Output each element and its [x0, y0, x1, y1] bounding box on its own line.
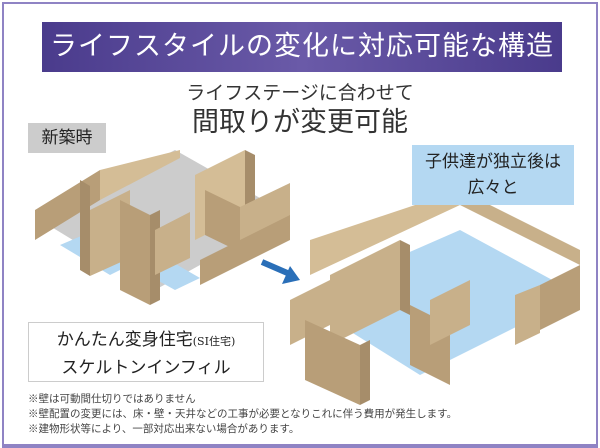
title-banner: ライフスタイルの変化に対応可能な構造 [42, 22, 562, 72]
footnotes: ※壁は可動間仕切りではありません ※壁配置の変更には、床・壁・天井などの工事が必… [28, 392, 457, 437]
plan-after [290, 190, 580, 405]
footnote: ※壁配置の変更には、床・壁・天井などの工事が必要となりこれに伴う費用が発生します… [28, 408, 458, 420]
plan-new-build [35, 150, 290, 305]
label-after-children-leave: 子供達が独立後は 広々と [412, 145, 574, 205]
system-name-line1: かんたん変身住宅 [56, 330, 193, 350]
label-after-line2: 広々と [467, 178, 519, 198]
system-name-suffix: (SI住宅) [192, 335, 236, 348]
footnote: ※建物形状等により、一部対応出来ない場合があります。 [28, 423, 300, 435]
arrow-icon [260, 259, 300, 284]
label-new-build: 新築時 [28, 123, 106, 153]
system-name-box: かんたん変身住宅(SI住宅) スケルトンインフィル [28, 322, 264, 382]
subtitle-line2: 間取りが変更可能 [192, 107, 408, 138]
footnote: ※壁は可動間仕切りではありません [28, 393, 196, 405]
label-after-line1: 子供達が独立後は [425, 152, 561, 172]
subtitle-line1: ライフステージに合わせて [186, 82, 414, 104]
system-name-line2: スケルトンインフィル [61, 358, 231, 378]
